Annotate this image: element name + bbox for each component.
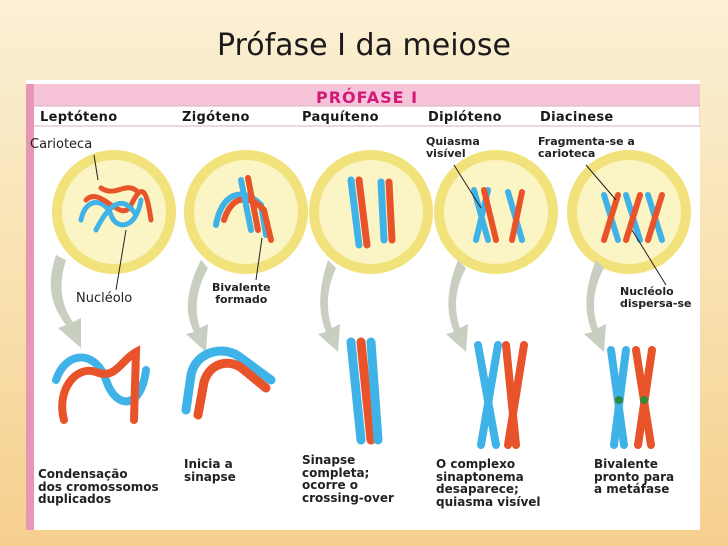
- detail-diakinesis: [607, 346, 656, 449]
- caption-diplotene: O complexo sinaptonema desaparece; quias…: [436, 457, 541, 509]
- slide-title: Prófase I da meiose: [217, 28, 511, 63]
- chromosomes-zygotene: [213, 175, 274, 243]
- stage-diplotene: Diplóteno: [428, 110, 502, 125]
- label-nucleolo-dispersa: Nucléolo dispersa-se: [620, 285, 692, 310]
- caption-diakinesis: Bivalente pronto para a metáfase: [594, 457, 675, 497]
- stage-pachytene: Paquíteno: [302, 110, 379, 125]
- caption-pachytene: Sinapse completa; ocorre o crossing-over: [302, 453, 394, 505]
- caption-leptotene: Condensação dos cromossomos duplicados: [38, 467, 159, 507]
- chromosomes-leptotene: [78, 185, 154, 233]
- caption-zygotene: Inicia a sinapse: [184, 457, 236, 484]
- nucleus-pachytene: [309, 150, 433, 274]
- nucleus-leptotene: [52, 150, 176, 274]
- figure-illustration: [26, 84, 700, 530]
- stage-leptotene: Leptóteno: [40, 110, 118, 125]
- label-carioteca: Carioteca: [30, 137, 93, 152]
- stage-zygotene: Zigóteno: [182, 110, 250, 125]
- banner-band: [26, 84, 700, 106]
- left-border: [26, 84, 34, 530]
- stage-header-band: [26, 105, 700, 127]
- chromosomes-diplotene: [471, 187, 525, 243]
- detail-leptotene: [52, 345, 150, 424]
- prophase-figure: PRÓFASE I Leptóteno Zigóteno Paquíteno D…: [26, 80, 700, 530]
- label-bivalente-formado: Bivalente formado: [212, 281, 271, 306]
- detail-pachytene: [346, 337, 383, 445]
- label-quiasma-visivel: Quiasma visível: [426, 135, 480, 160]
- detail-zygotene: [181, 346, 276, 420]
- banner-title: PRÓFASE I: [316, 88, 419, 107]
- pointer-lines: [93, 154, 667, 291]
- label-nucleolo: Nucléolo: [76, 291, 133, 306]
- label-fragmenta-carioteca: Fragmenta-se a carioteca: [538, 135, 635, 160]
- arrows: [50, 255, 606, 352]
- nucleus-diplotene: [434, 150, 558, 274]
- chromosomes-pachytene: [347, 176, 396, 249]
- chromosomes-diakinesis: [601, 192, 665, 243]
- detail-diplotene: [474, 341, 528, 449]
- stage-diakinesis: Diacinese: [540, 110, 614, 125]
